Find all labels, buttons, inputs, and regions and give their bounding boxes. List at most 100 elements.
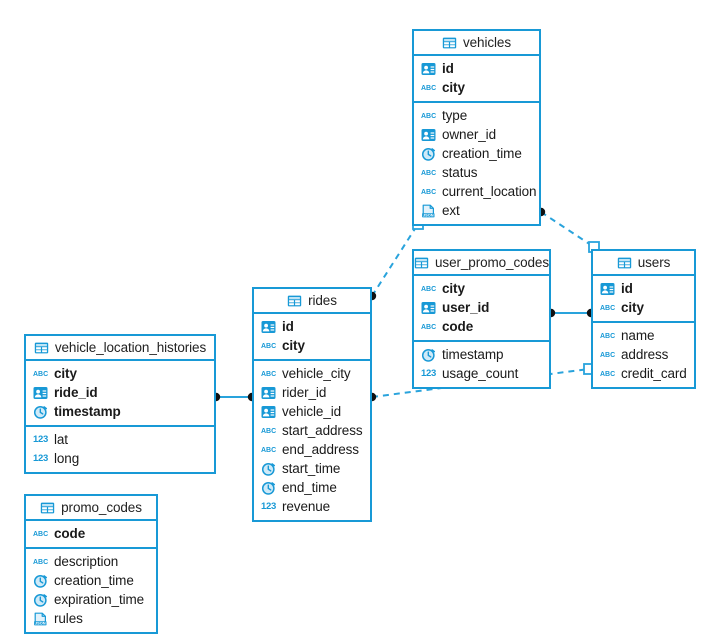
table-header-rides[interactable]: rides bbox=[254, 289, 370, 314]
field-promo_codes-creation_time[interactable]: creation_time bbox=[26, 571, 156, 590]
field-vehicles-id[interactable]: id bbox=[414, 59, 539, 78]
abc-icon: ABC bbox=[600, 304, 616, 312]
table-title: vehicle_location_histories bbox=[54, 340, 207, 355]
field-label: revenue bbox=[282, 499, 331, 514]
table-title: promo_codes bbox=[61, 500, 142, 515]
field-users-credit_card[interactable]: ABC credit_card bbox=[593, 364, 694, 383]
relationship-vehicles-to-users[interactable] bbox=[536, 207, 600, 253]
field-vehicles-creation_time[interactable]: creation_time bbox=[414, 144, 539, 163]
abc-icon: ABC bbox=[421, 169, 437, 177]
table-header-vehicle_location_histories[interactable]: vehicle_location_histories bbox=[26, 336, 214, 361]
abc-icon: ABC bbox=[600, 351, 616, 359]
field-label: ext bbox=[442, 203, 460, 218]
field-label: code bbox=[54, 526, 86, 541]
123-icon: 123 bbox=[33, 433, 48, 445]
field-rides-end_time[interactable]: end_time bbox=[254, 478, 370, 497]
field-rides-vehicle_city[interactable]: ABC vehicle_city bbox=[254, 364, 370, 383]
field-label: name bbox=[621, 328, 655, 343]
field-promo_codes-expiration_time[interactable]: expiration_time bbox=[26, 590, 156, 609]
table-icon bbox=[40, 501, 55, 515]
id-card-icon bbox=[600, 282, 615, 296]
table-icon bbox=[414, 256, 429, 270]
field-label: creation_time bbox=[54, 573, 134, 588]
table-icon bbox=[34, 341, 49, 355]
abc-icon: ABC bbox=[261, 370, 277, 378]
table-header-vehicles[interactable]: vehicles bbox=[414, 31, 539, 56]
field-label: description bbox=[54, 554, 119, 569]
relationship-upc-to-users[interactable] bbox=[546, 308, 596, 318]
field-label: user_id bbox=[442, 300, 490, 315]
field-label: id bbox=[442, 61, 454, 76]
id-card-icon bbox=[261, 386, 276, 400]
abc-icon: ABC bbox=[421, 188, 437, 196]
abc-icon: ABC bbox=[421, 323, 437, 331]
table-icon bbox=[442, 36, 457, 50]
clock-icon bbox=[33, 593, 48, 607]
field-vehicle_location_histories-ride_id[interactable]: ride_id bbox=[26, 383, 214, 402]
abc-icon: ABC bbox=[421, 112, 437, 120]
field-vehicle_location_histories-timestamp[interactable]: timestamp bbox=[26, 402, 214, 421]
table-header-user_promo_codes[interactable]: user_promo_codes bbox=[414, 251, 549, 276]
field-label: vehicle_city bbox=[282, 366, 351, 381]
field-rides-vehicle_id[interactable]: vehicle_id bbox=[254, 402, 370, 421]
field-label: timestamp bbox=[54, 404, 121, 419]
field-rides-rider_id[interactable]: rider_id bbox=[254, 383, 370, 402]
field-rides-id[interactable]: id bbox=[254, 317, 370, 336]
abc-icon: ABC bbox=[33, 558, 49, 566]
field-label: credit_card bbox=[621, 366, 687, 381]
abc-icon: ABC bbox=[261, 446, 277, 454]
table-header-promo_codes[interactable]: promo_codes bbox=[26, 496, 156, 521]
clock-icon bbox=[261, 462, 276, 476]
field-label: timestamp bbox=[442, 347, 504, 362]
abc-icon: ABC bbox=[33, 370, 49, 378]
table-title: users bbox=[637, 255, 671, 270]
field-user_promo_codes-user_id[interactable]: user_id bbox=[414, 298, 549, 317]
field-user_promo_codes-timestamp[interactable]: timestamp bbox=[414, 345, 549, 364]
field-label: city bbox=[282, 338, 305, 353]
field-label: ride_id bbox=[54, 385, 98, 400]
relationship-vlh-to-rides[interactable] bbox=[211, 392, 257, 402]
field-label: rider_id bbox=[282, 385, 327, 400]
abc-icon: ABC bbox=[600, 370, 616, 378]
field-promo_codes-description[interactable]: ABC description bbox=[26, 552, 156, 571]
field-vehicles-owner_id[interactable]: owner_id bbox=[414, 125, 539, 144]
field-label: start_address bbox=[282, 423, 363, 438]
field-rides-start_time[interactable]: start_time bbox=[254, 459, 370, 478]
table-header-users[interactable]: users bbox=[593, 251, 694, 276]
field-users-id[interactable]: id bbox=[593, 279, 694, 298]
field-label: city bbox=[442, 80, 465, 95]
clock-icon bbox=[33, 574, 48, 588]
id-card-icon bbox=[261, 320, 276, 334]
